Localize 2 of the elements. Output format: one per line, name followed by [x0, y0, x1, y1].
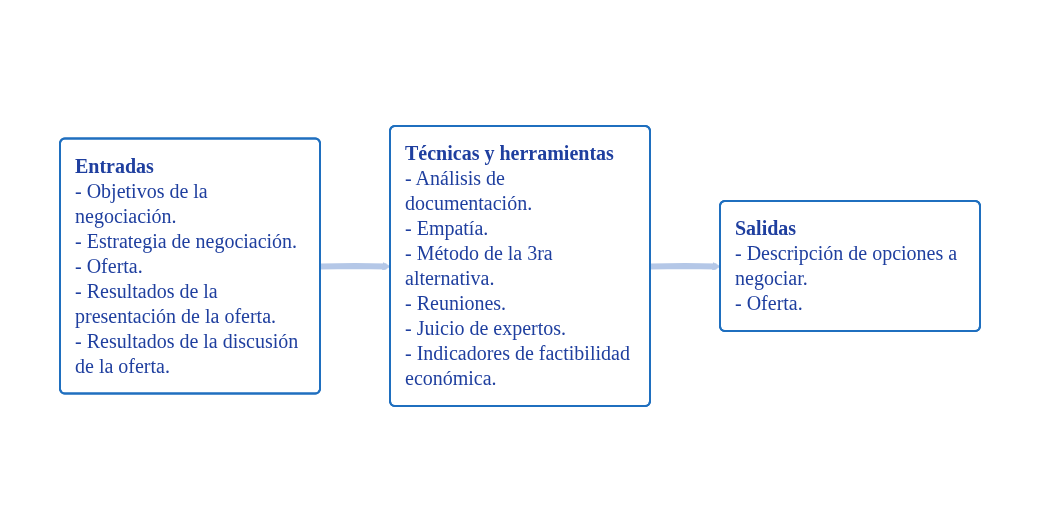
node-text: Técnicas y herramientas - Análisis de documentación. - Empatía. - Método de la 3ra alternativa. - Reuniones. - Juicio de expertos. - Indicadores de factibilidad económica. [404, 141, 630, 389]
node-text: Salidas - Descripción de opciones a negociar. - Oferta. [734, 216, 957, 314]
